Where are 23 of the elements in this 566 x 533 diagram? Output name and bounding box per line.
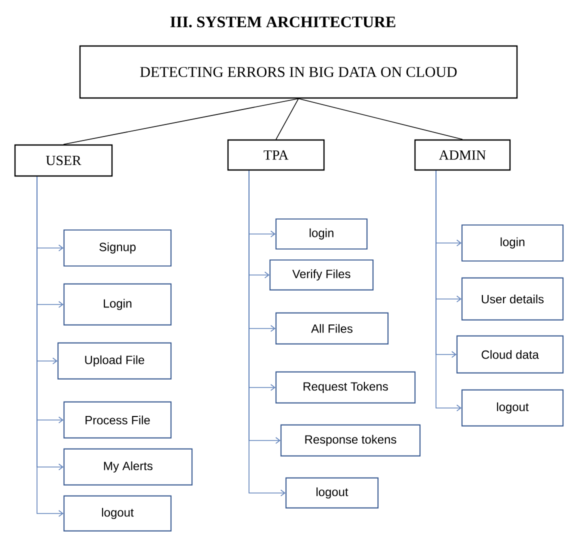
function-box: logout: [285, 477, 379, 509]
function-box: Signup: [63, 229, 172, 267]
function-box: login: [275, 218, 368, 250]
function-box: logout: [461, 389, 564, 427]
function-box: Cloud data: [456, 335, 564, 374]
function-box: Login: [63, 283, 172, 326]
function-box: My Alerts: [63, 448, 193, 486]
title-box: DETECTING ERRORS IN BIG DATA ON CLOUD: [79, 45, 518, 99]
function-box: Process File: [63, 401, 172, 439]
function-box: Upload File: [57, 342, 172, 380]
connector-arrow: [436, 170, 462, 412]
function-box: All Files: [275, 312, 389, 345]
function-box: login: [461, 224, 564, 262]
function-box: Request Tokens: [275, 371, 416, 404]
function-box: logout: [63, 495, 172, 532]
connector-arrow: [248, 170, 286, 496]
function-box: Response tokens: [280, 424, 421, 457]
heading: III. SYSTEM ARCHITECTURE: [170, 16, 396, 28]
function-box: Verify Files: [269, 259, 374, 291]
role-box: USER: [14, 144, 113, 177]
role-box: ADMIN: [414, 139, 511, 171]
role-box: TPA: [227, 139, 325, 171]
function-box: User details: [461, 277, 564, 321]
